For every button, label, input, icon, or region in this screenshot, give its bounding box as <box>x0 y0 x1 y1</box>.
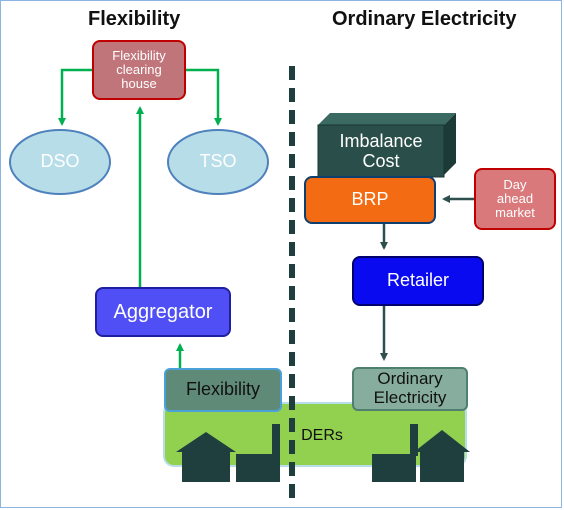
header-flexibility: Flexibility <box>88 8 181 30</box>
aggregator-label: Aggregator <box>113 301 213 323</box>
header-ordinary-electricity: Ordinary Electricity <box>332 8 517 30</box>
day-ahead-market-node: Day ahead market <box>474 168 556 230</box>
flexibility-clearing-house-node: Flexibility clearing house <box>92 40 186 100</box>
tso-node: TSO <box>168 130 268 194</box>
tso-ellipse <box>167 129 269 195</box>
retailer-node: Retailer <box>352 256 484 306</box>
dso-label: DSO <box>40 151 80 172</box>
retailer-label: Retailer <box>386 270 450 291</box>
imbalance-cost-label: Imbalance Cost <box>339 131 423 171</box>
flexibility-label: Flexibility <box>185 379 260 400</box>
house-icon-right <box>414 430 470 482</box>
day-ahead-market-label: Day ahead market <box>495 176 535 221</box>
dso-node: DSO <box>10 130 110 194</box>
factory-icon-left <box>236 424 280 482</box>
brp-label: BRP <box>351 189 389 210</box>
ordinary-electricity-node: Ordinary Electricity <box>352 367 468 411</box>
house-icon-left <box>176 432 236 482</box>
tso-label: TSO <box>199 151 237 172</box>
flexibility-clearing-house-label: Flexibility clearing house <box>112 47 166 92</box>
ordinary-electricity-label: Ordinary Electricity <box>373 369 447 407</box>
imbalance-box-side <box>444 113 456 175</box>
imbalance-box-front <box>317 124 445 178</box>
ders-label: DERs <box>301 427 343 445</box>
imbalance-box-top <box>318 113 456 125</box>
brp-node: BRP <box>304 176 436 224</box>
arrow-clearing-to-tso <box>186 68 222 126</box>
arrow-clearing-to-dso <box>58 68 92 126</box>
ders-bar <box>163 402 467 467</box>
factory-icon-right <box>372 424 418 482</box>
imbalance-cost-node: Imbalance Cost <box>318 127 444 177</box>
ders-node: DERs <box>292 424 352 448</box>
dso-ellipse <box>9 129 111 195</box>
flexibility-node: Flexibility <box>164 368 282 412</box>
aggregator-node: Aggregator <box>95 287 231 337</box>
